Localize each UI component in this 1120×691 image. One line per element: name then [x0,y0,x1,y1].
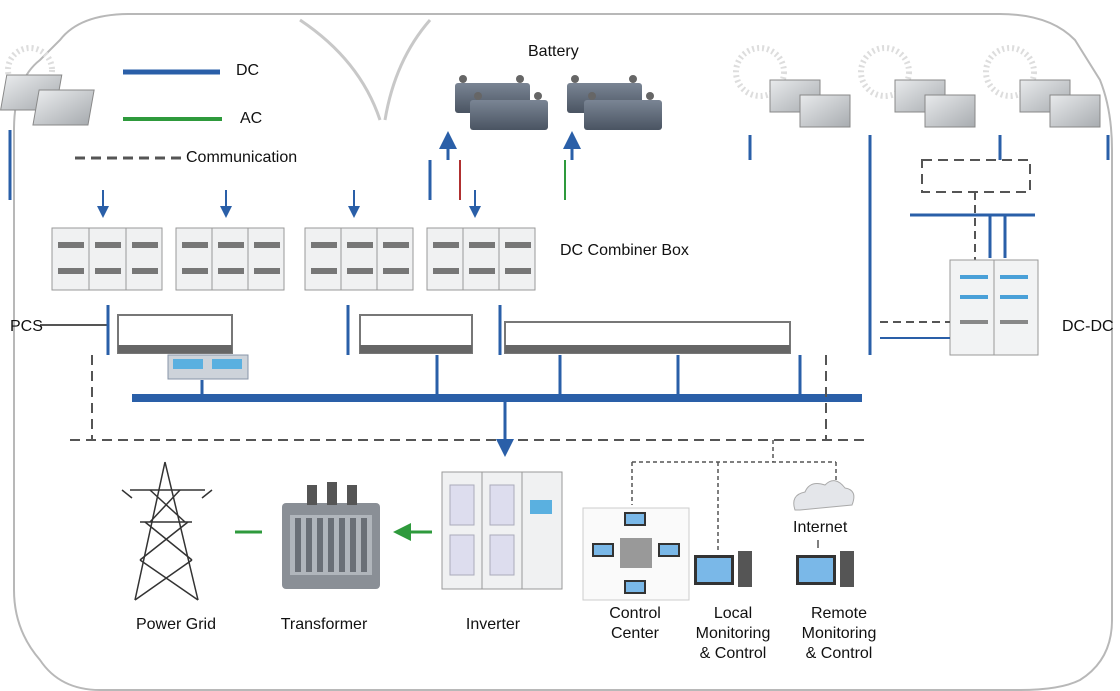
local-monitoring-pc-icon [694,551,752,587]
pcs-device [167,354,249,380]
dc-combiner-box-1 [51,227,163,291]
solar-panel-group-right [733,45,1101,128]
dc-combiner-box-3 [304,227,414,291]
dc-combiner-box-2 [175,227,285,291]
solar-panel-group [0,45,95,126]
power-grid-label: Power Grid [135,616,217,633]
transformer-icon [282,482,380,589]
outer-frame [13,13,1113,691]
cloud-icon [793,480,855,511]
pcs-label: PCS [10,318,43,335]
transformer-label: Transformer [280,616,368,633]
legend-dc-label: DC [236,62,260,79]
battery-cluster-2 [567,75,662,130]
remote-monitoring-label: Remote Monitoring & Control [801,605,877,662]
inverter-cabinet [441,471,563,590]
arch-decoration [299,18,382,121]
legend [75,69,222,160]
dc-dc-cabinet [949,259,1039,356]
dc-combiner-box-4 [426,227,536,291]
arch-decoration [383,19,432,121]
remote-monitoring-pc-icon [796,551,854,587]
battery-label: Battery [528,43,579,60]
legend-ac-label: AC [240,110,263,127]
legend-communication-label: Communication [186,149,298,166]
control-center-label: Control Center [609,605,661,642]
power-grid-tower [121,461,213,601]
inverter-label: Inverter [465,616,521,633]
local-monitoring-label: Local Monitoring & Control [695,605,771,662]
dc-combiner-box-label: DC Combiner Box [560,242,689,259]
battery-cluster-1 [455,75,548,130]
internet-label: Internet [793,519,848,536]
control-center-icon [582,507,690,601]
dc-dc-label: DC-DC [1062,318,1114,335]
